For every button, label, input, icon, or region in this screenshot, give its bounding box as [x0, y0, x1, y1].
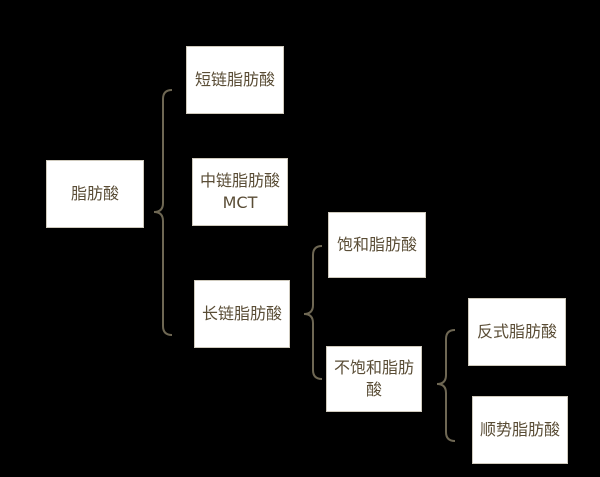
node-fatty-acid: 脂肪酸 [46, 160, 144, 228]
bracket-root [153, 89, 173, 336]
node-long-chain-label: 长链脂肪酸 [201, 304, 282, 323]
node-saturated-fatty-acid: 饱和脂肪酸 [328, 212, 426, 278]
node-unsaturated-label: 不饱和脂肪酸 [333, 358, 414, 399]
node-saturated-label: 饱和脂肪酸 [336, 235, 417, 254]
node-trans-fatty-acid: 反式脂肪酸 [468, 298, 566, 366]
node-cis-label: 顺势脂肪酸 [479, 420, 560, 439]
node-medium-chain-label: 中链脂肪酸MCT [199, 171, 280, 212]
node-short-chain-fatty-acid: 短链脂肪酸 [186, 46, 284, 114]
bracket-long-chain [303, 245, 323, 380]
node-trans-label: 反式脂肪酸 [476, 322, 557, 341]
node-cis-fatty-acid: 顺势脂肪酸 [472, 396, 568, 464]
node-fatty-acid-label: 脂肪酸 [70, 184, 119, 203]
node-medium-chain-fatty-acid: 中链脂肪酸MCT [192, 158, 288, 226]
node-long-chain-fatty-acid: 长链脂肪酸 [194, 280, 290, 348]
node-short-chain-label: 短链脂肪酸 [194, 70, 275, 89]
bracket-unsaturated [436, 329, 456, 442]
node-unsaturated-fatty-acid: 不饱和脂肪酸 [326, 346, 422, 412]
